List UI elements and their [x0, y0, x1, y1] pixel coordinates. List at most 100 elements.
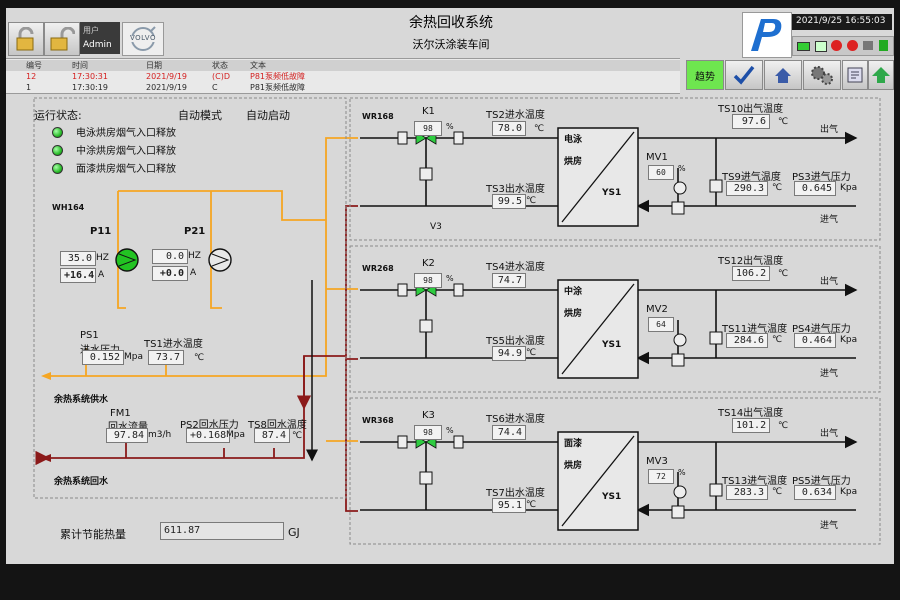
exit-icon	[872, 67, 890, 83]
user-name: Admin	[83, 40, 112, 50]
unit-code: WR168	[362, 112, 394, 121]
unit-2-frame	[349, 245, 881, 393]
alarm-time: 17:30:31	[72, 72, 108, 81]
alarm-table[interactable]: 编号 时间 日期 状态 文本 12 17:30:31 2021/9/19 (C)…	[6, 58, 680, 94]
alarm-status: C	[212, 83, 218, 92]
check-valve-icon	[419, 471, 433, 485]
pump-p21-freq-unit: HZ	[188, 251, 201, 261]
config-icon	[847, 67, 863, 83]
valve-pct-unit: %	[446, 274, 454, 283]
ts-gas-out-unit: ℃	[778, 421, 789, 431]
ts-out-value: 95.1	[492, 498, 526, 513]
exit-button[interactable]	[868, 60, 894, 90]
ps1-unit: Mpa	[124, 352, 143, 362]
ts-gas-out-label: TS12出气温度	[718, 256, 784, 267]
alarm-status: (C)D	[212, 72, 230, 81]
supply-pipes	[46, 137, 358, 442]
filter-icon	[397, 283, 408, 297]
mv-position[interactable]: 64	[648, 317, 674, 332]
ts-gas-out-value: 106.2	[732, 266, 770, 281]
oven-label: 烘房	[564, 309, 583, 319]
v3-label: V3	[430, 222, 442, 232]
check-valve-icon	[419, 319, 433, 333]
confirm-button[interactable]	[725, 60, 763, 90]
valve-name: K3	[422, 410, 435, 421]
fm1-unit: m3/h	[148, 430, 172, 440]
gas-in-label: 进气	[820, 215, 839, 225]
alarm-no: 12	[26, 72, 37, 81]
ps-value: 0.645	[794, 181, 836, 196]
valve-position[interactable]: 98	[414, 121, 442, 136]
user-label: 用户	[83, 26, 99, 35]
unit-3: WR368 K3 98 % TS6进水温度 74.4 TS7出水温度 95.1 …	[6, 312, 894, 544]
gas-out-label: 出气	[820, 429, 839, 439]
alarm-table-header: 编号 时间 日期 状态 文本	[6, 60, 680, 71]
unit-code: WR368	[362, 416, 394, 425]
filter-icon	[397, 131, 408, 145]
valve-name: K2	[422, 258, 435, 269]
process-diagram	[6, 97, 881, 545]
return-arrow	[41, 454, 51, 462]
settings-button[interactable]	[803, 60, 841, 90]
ts-in-value: 74.4	[492, 425, 526, 440]
pump-p21-current: +0.0	[152, 266, 188, 281]
checkmark-icon	[733, 65, 755, 85]
mv-position[interactable]: 60	[648, 165, 674, 180]
supply-arrow	[41, 372, 51, 380]
alarm-row[interactable]: 12 17:30:31 2021/9/19 (C)D P81泵频低故障	[6, 71, 680, 82]
alarm-text: P81泵频低故障	[250, 72, 306, 81]
unit-1-valves	[397, 131, 723, 215]
warning-icon	[847, 40, 858, 51]
col-text: 文本	[250, 61, 266, 70]
mv-position[interactable]: 72	[648, 469, 674, 484]
supply-label: 余热系统供水	[54, 395, 109, 405]
oven-label: 烘房	[564, 157, 583, 167]
pump-p21-icon[interactable]	[208, 248, 232, 272]
volvo-logo-icon	[129, 26, 157, 51]
ts-gas-in-value: 290.3	[726, 181, 768, 196]
gas-sensor-icon	[709, 331, 723, 345]
alarm-row[interactable]: 1 17:30:19 2021/9/19 C P81泵频低故障	[6, 82, 680, 93]
valve-position[interactable]: 98	[414, 425, 442, 440]
ps-label: PS3进气压力	[792, 172, 851, 183]
oven-label: 烘房	[564, 461, 583, 471]
config-button[interactable]	[842, 60, 868, 90]
ts-gas-in-value: 283.3	[726, 485, 768, 500]
ys-label: YS1	[602, 340, 622, 350]
return-label: 余热系统回水	[54, 477, 109, 487]
energy-unit: GJ	[288, 526, 300, 539]
settings-icon	[863, 41, 873, 50]
gas-valve-icon	[671, 353, 685, 367]
energy-label: 累计节能热量	[60, 528, 126, 541]
hmi-screen: 用户 Admin VOLVO 余热回收系统 沃尔沃涂装车间 2021/9/25 …	[6, 8, 894, 564]
unit-code: WR268	[362, 264, 394, 273]
alarm-date: 2021/9/19	[146, 83, 188, 92]
status-mode: 自动模式	[178, 109, 222, 122]
valve-pct-unit: %	[446, 122, 454, 131]
unit-1-frame	[349, 97, 881, 241]
pump-p11-icon[interactable]	[115, 248, 139, 272]
gas-valve-icon	[671, 201, 685, 215]
ys-label: YS1	[602, 492, 622, 502]
lock-button[interactable]	[8, 22, 44, 56]
page-title: 余热回收系统	[409, 15, 493, 31]
ps2-unit: Mpa	[226, 430, 245, 440]
heat-exchanger-1	[557, 127, 639, 227]
unlock-button[interactable]	[44, 22, 80, 56]
ps2-label: PS2回水压力	[180, 420, 239, 431]
supply-pipe-main	[46, 137, 358, 377]
status-led-3	[52, 163, 63, 174]
ts-out-label: TS3出水温度	[486, 184, 545, 195]
ts-in-label: TS4进水温度	[486, 262, 545, 273]
ts-out-label: TS7出水温度	[486, 488, 545, 499]
ts-gas-in-label: TS13进气温度	[722, 476, 788, 487]
ts-gas-in-label: TS11进气温度	[722, 324, 788, 335]
fm1-label-2: 回水流量	[108, 418, 148, 433]
lock-icon	[16, 27, 34, 51]
home-button[interactable]	[764, 60, 802, 90]
ts-gas-out-unit: ℃	[778, 117, 789, 127]
ps-unit: Kpa	[840, 183, 858, 193]
valve-position[interactable]: 98	[414, 273, 442, 288]
pump-p21-freq: 0.0	[152, 249, 188, 264]
trend-button[interactable]: 趋势	[686, 60, 724, 90]
